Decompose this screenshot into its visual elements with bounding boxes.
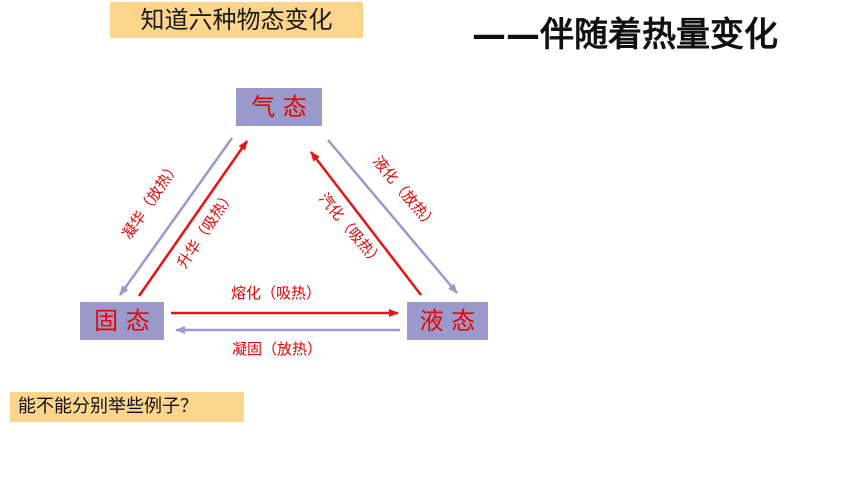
deposition-label: 凝华（放热） <box>118 158 183 243</box>
sublimation-arrow <box>137 140 249 297</box>
solid-state-box: 固 态 <box>80 302 164 340</box>
liquefaction-arrow <box>327 139 458 294</box>
deposition-arrow <box>118 137 234 296</box>
gas-state-box: 气 态 <box>236 88 322 126</box>
question-prompt: 能不能分别举些例子？ <box>10 392 244 422</box>
vaporization-arrow <box>310 151 422 296</box>
solidification-label: 凝固（放热） <box>232 340 322 358</box>
liquid-state-box: 液 态 <box>407 302 488 340</box>
slide-subtitle: ——伴随着热量变化 <box>472 15 778 55</box>
slide-title: 知道六种物态变化 <box>110 2 363 38</box>
melting-label: 熔化（吸热） <box>231 284 321 302</box>
vaporization-label: 汽化（吸热） <box>315 190 387 271</box>
liquefaction-label: 液化（放热） <box>369 153 441 234</box>
